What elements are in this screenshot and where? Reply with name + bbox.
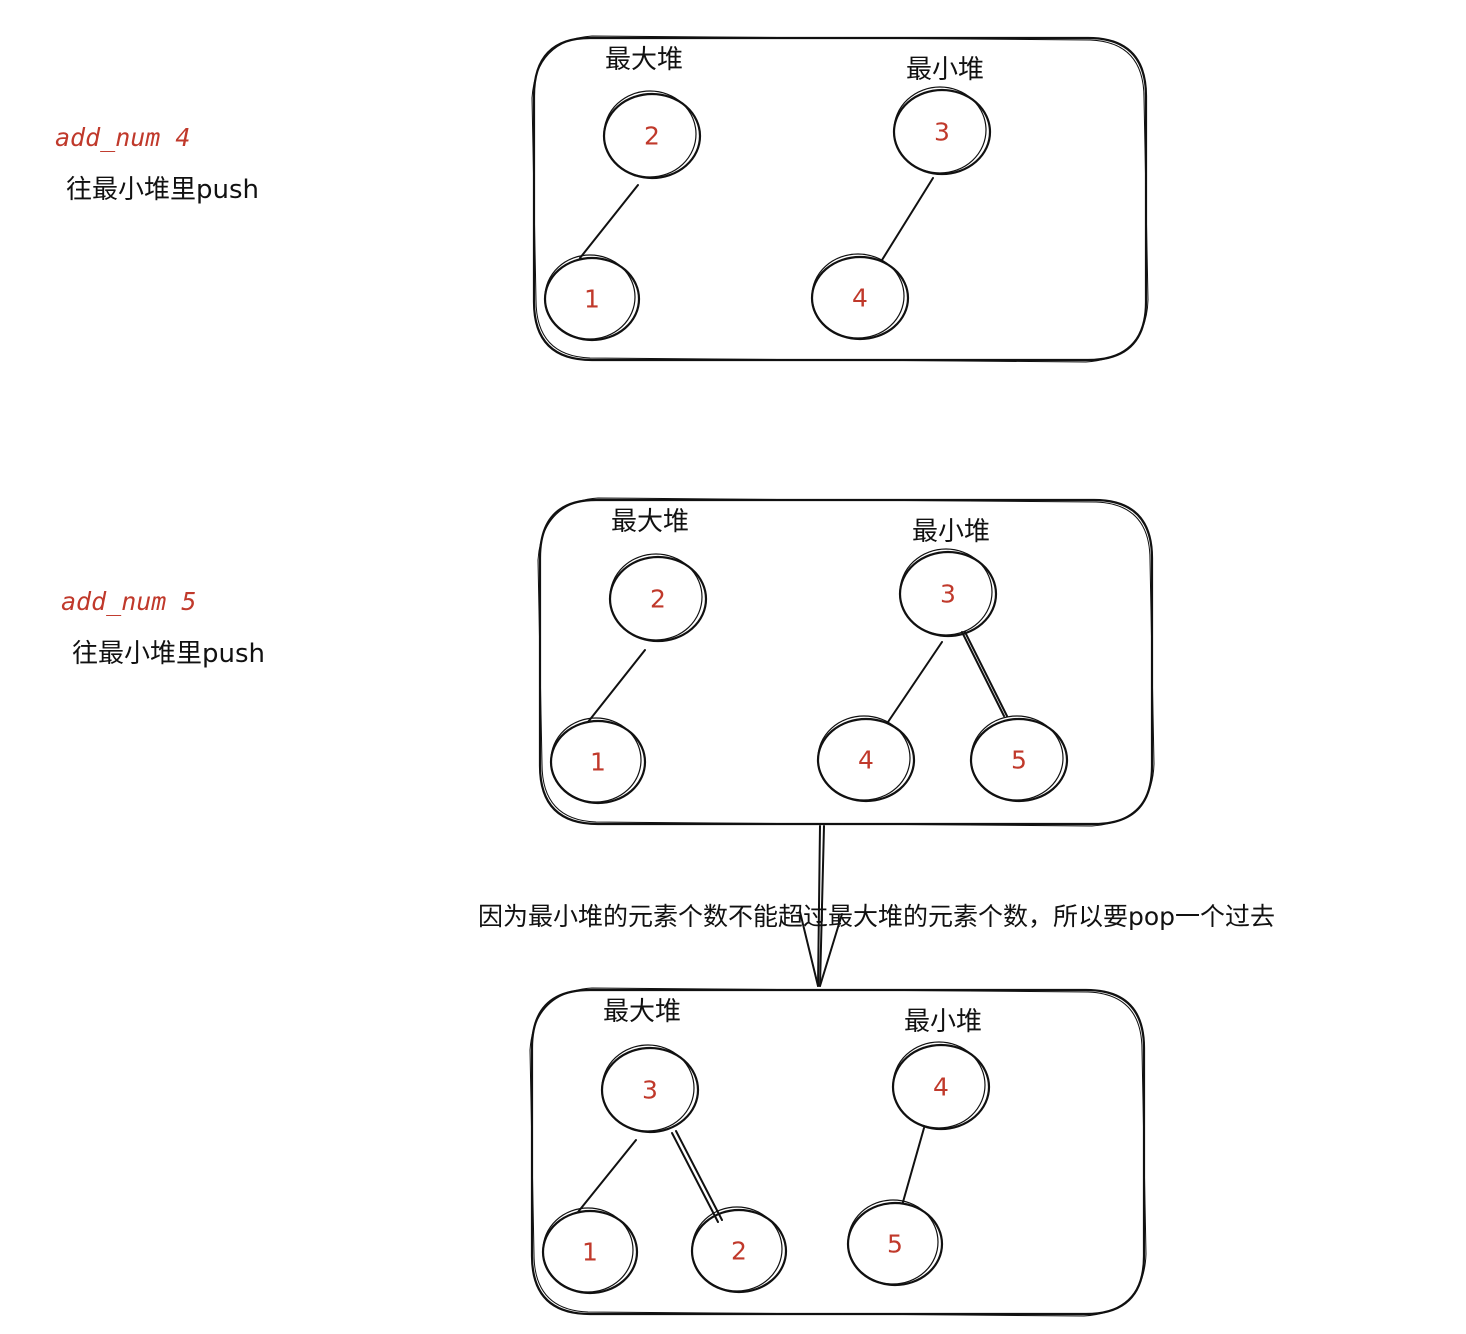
node-value: 3 bbox=[940, 580, 956, 609]
step-2-description: 往最小堆里push bbox=[72, 639, 265, 669]
step-2-max-heap-title: 最大堆 bbox=[611, 507, 689, 537]
node-value: 5 bbox=[1011, 746, 1027, 775]
node-value: 4 bbox=[858, 746, 874, 775]
transition-note: 因为最小堆的元素个数不能超过最大堆的元素个数，所以要pop一个过去 bbox=[478, 902, 1275, 931]
node-value: 2 bbox=[644, 122, 660, 151]
step-3-min-edge bbox=[902, 1127, 925, 1203]
step-2-min-root-node: 3 bbox=[898, 548, 998, 638]
step-3-min-heap-title: 最小堆 bbox=[904, 1007, 982, 1037]
step-3-min-child-node: 5 bbox=[846, 1199, 944, 1287]
step-3-max-edge-right bbox=[671, 1132, 719, 1223]
node-value: 3 bbox=[642, 1076, 658, 1105]
step-1-max-heap-title: 最大堆 bbox=[605, 45, 683, 75]
step-2-min-heap-title: 最小堆 bbox=[912, 517, 990, 547]
step-3-max-child-node-right: 2 bbox=[690, 1206, 788, 1294]
node-value: 1 bbox=[582, 1238, 598, 1267]
step-2-min-edge-right bbox=[961, 631, 1005, 717]
step-3-max-edge-left bbox=[577, 1139, 637, 1213]
step-1-max-child-node: 1 bbox=[543, 254, 641, 342]
step-1-description: 往最小堆里push bbox=[66, 175, 259, 205]
transition-arrow bbox=[799, 825, 843, 987]
step-3-max-heap-title: 最大堆 bbox=[603, 997, 681, 1027]
node-value: 2 bbox=[650, 585, 666, 614]
step-1-panel bbox=[531, 35, 1149, 363]
node-value: 4 bbox=[933, 1073, 949, 1102]
step-2-min-child-node-right: 5 bbox=[969, 715, 1069, 803]
step-1-label: add_num 4 bbox=[55, 123, 190, 152]
step-2-min-edge-left bbox=[887, 641, 943, 723]
step-3-min-root-node: 4 bbox=[891, 1041, 991, 1131]
node-value: 3 bbox=[934, 118, 950, 147]
step-3-panel bbox=[529, 987, 1147, 1317]
node-value: 1 bbox=[590, 748, 606, 777]
step-3-max-child-node-left: 1 bbox=[541, 1207, 639, 1295]
step-1-min-root-node: 3 bbox=[892, 86, 992, 176]
step-2-max-child-node: 1 bbox=[549, 717, 647, 805]
node-value: 1 bbox=[584, 285, 600, 314]
step-2-min-child-node-left: 4 bbox=[816, 715, 916, 803]
node-value: 5 bbox=[887, 1230, 903, 1259]
step-2-panel bbox=[537, 497, 1155, 827]
step-2-max-edge bbox=[587, 649, 646, 723]
step-1-max-edge bbox=[579, 184, 639, 259]
node-value: 4 bbox=[852, 284, 868, 313]
step-1-min-edge bbox=[881, 177, 934, 261]
step-3-max-root-node: 3 bbox=[600, 1044, 700, 1134]
step-2-label: add_num 5 bbox=[61, 587, 196, 616]
step-1-min-heap-title: 最小堆 bbox=[906, 55, 984, 85]
step-3-max-edge-right-2 bbox=[675, 1130, 723, 1221]
step-2-max-root-node: 2 bbox=[608, 553, 708, 643]
step-1-max-root-node: 2 bbox=[602, 90, 702, 180]
step-2-min-edge-right-2 bbox=[964, 631, 1008, 717]
node-value: 2 bbox=[731, 1237, 747, 1266]
step-1-min-child-node: 4 bbox=[810, 253, 910, 341]
